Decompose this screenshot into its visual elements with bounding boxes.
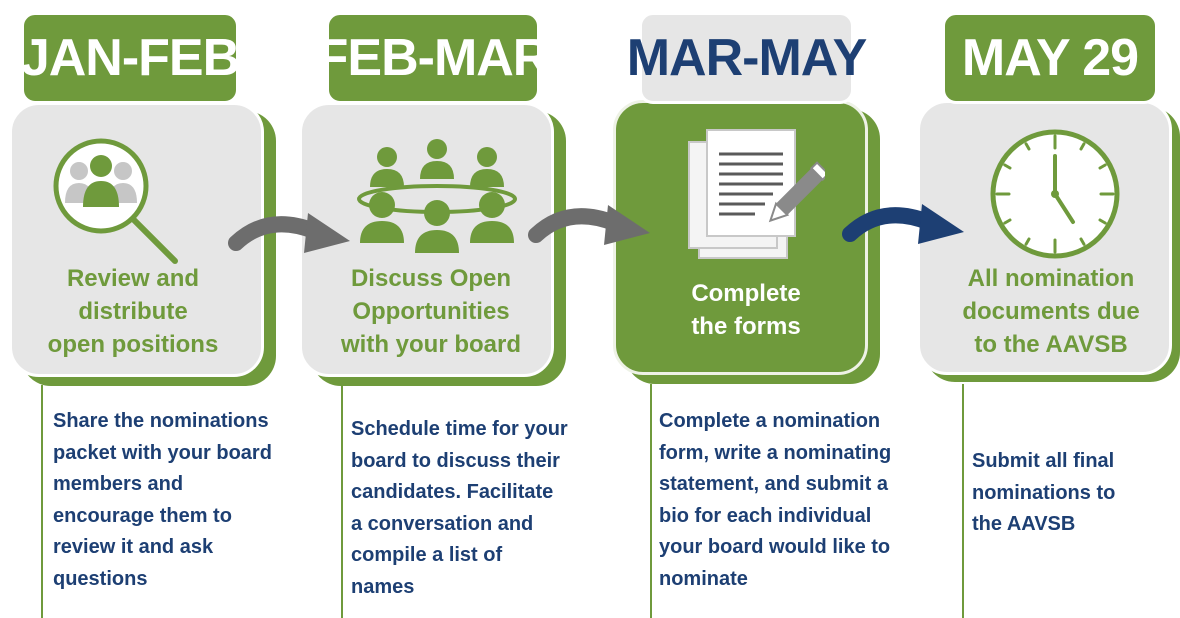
stage-1-connector-line — [41, 385, 43, 618]
stage-1-caption: Review and distribute open positions — [21, 262, 245, 361]
stage-2-desc-line-2: board to discuss their — [351, 449, 560, 472]
stage-4-desc-line-1: Submit all final — [972, 450, 1115, 472]
stage-1-caption-line-2: distribute — [78, 298, 188, 325]
stage-2-desc-line-4: a conversation and — [351, 512, 534, 535]
stage-3-desc-line-1: Complete a nomination — [659, 410, 881, 432]
stage-4-desc-line-3: the AAVSB — [972, 513, 1076, 535]
stage-3-caption: Complete the forms — [631, 277, 861, 343]
stage-1-desc-line-1: Share the nominations — [53, 410, 269, 432]
stage-1-period-label: JAN-FEB — [21, 12, 240, 104]
arrow-right-icon — [842, 204, 964, 244]
stage-4-caption-line-2: documents due — [962, 298, 1140, 325]
stage-1-caption-line-1: Review and — [66, 265, 200, 292]
stage-2-caption-line-1: Discuss Open — [350, 265, 512, 292]
stage-4-period-label: MAY 29 — [942, 12, 1158, 104]
stage-3-desc-line-3: statement, and submit a — [659, 473, 888, 495]
stage-2-caption-line-3: with your board — [341, 331, 521, 358]
stage-2-description: Schedule time for your board to discuss … — [351, 414, 591, 603]
stage-1-desc-line-2: packet with your board — [53, 441, 272, 464]
documents-pen-icon — [688, 129, 825, 259]
stage-1-caption-line-3: open positions — [47, 331, 219, 358]
stage-1-desc-line-6: questions — [53, 567, 148, 590]
stage-3-desc-line-2: form, write a nominating — [659, 441, 892, 464]
clock-icon — [990, 129, 1120, 259]
stage-3-desc-line-6: nominate — [659, 567, 748, 590]
stage-1-card — [9, 102, 264, 377]
stage-1-desc-line-4: encourage them to — [53, 504, 232, 527]
stage-2-desc-line-1: Schedule time for your — [351, 418, 568, 440]
stage-2-connector-line — [341, 385, 343, 618]
arrow-right-icon — [228, 213, 350, 253]
stage-1-desc-line-5: review it and ask — [53, 536, 214, 558]
stage-3-desc-line-4: bio for each individual — [659, 504, 872, 527]
stage-4-caption-line-3: to the AAVSB — [974, 331, 1128, 358]
stage-3-caption-line-1: Complete — [691, 280, 801, 307]
stage-1-desc-line-3: members and — [53, 473, 184, 495]
stage-2-caption: Discuss Open Opportunities with your boa… — [306, 262, 556, 361]
stage-2-period-label: FEB-MAR — [317, 12, 550, 104]
group-meeting-icon — [357, 139, 517, 253]
stage-2-desc-line-3: candidates. Facilitate — [351, 481, 554, 503]
stage-3-connector-line — [650, 384, 652, 618]
stage-3-caption-line-2: the forms — [691, 313, 801, 340]
stage-4-caption-line-1: All nomination — [967, 265, 1135, 292]
people-magnifier-icon — [53, 138, 178, 264]
stage-3-desc-line-5: your board would like to — [659, 536, 891, 558]
stage-2-desc-line-6: names — [351, 575, 415, 598]
stage-2-caption-line-2: Opportunities — [352, 298, 510, 325]
stage-4-connector-line — [962, 384, 964, 618]
stage-2-desc-line-5: compile a list of — [351, 544, 503, 566]
stage-3-period-label: MAR-MAY — [627, 12, 867, 104]
stage-4-description: Submit all final nominations to the AAVS… — [972, 446, 1172, 541]
arrow-right-icon — [528, 205, 650, 245]
stage-3-description: Complete a nomination form, write a nomi… — [659, 406, 934, 595]
stage-4-desc-line-2: nominations to — [972, 481, 1116, 504]
stage-4-caption: All nomination documents due to the AAVS… — [931, 262, 1171, 361]
stage-1-description: Share the nominations packet with your b… — [53, 406, 298, 595]
